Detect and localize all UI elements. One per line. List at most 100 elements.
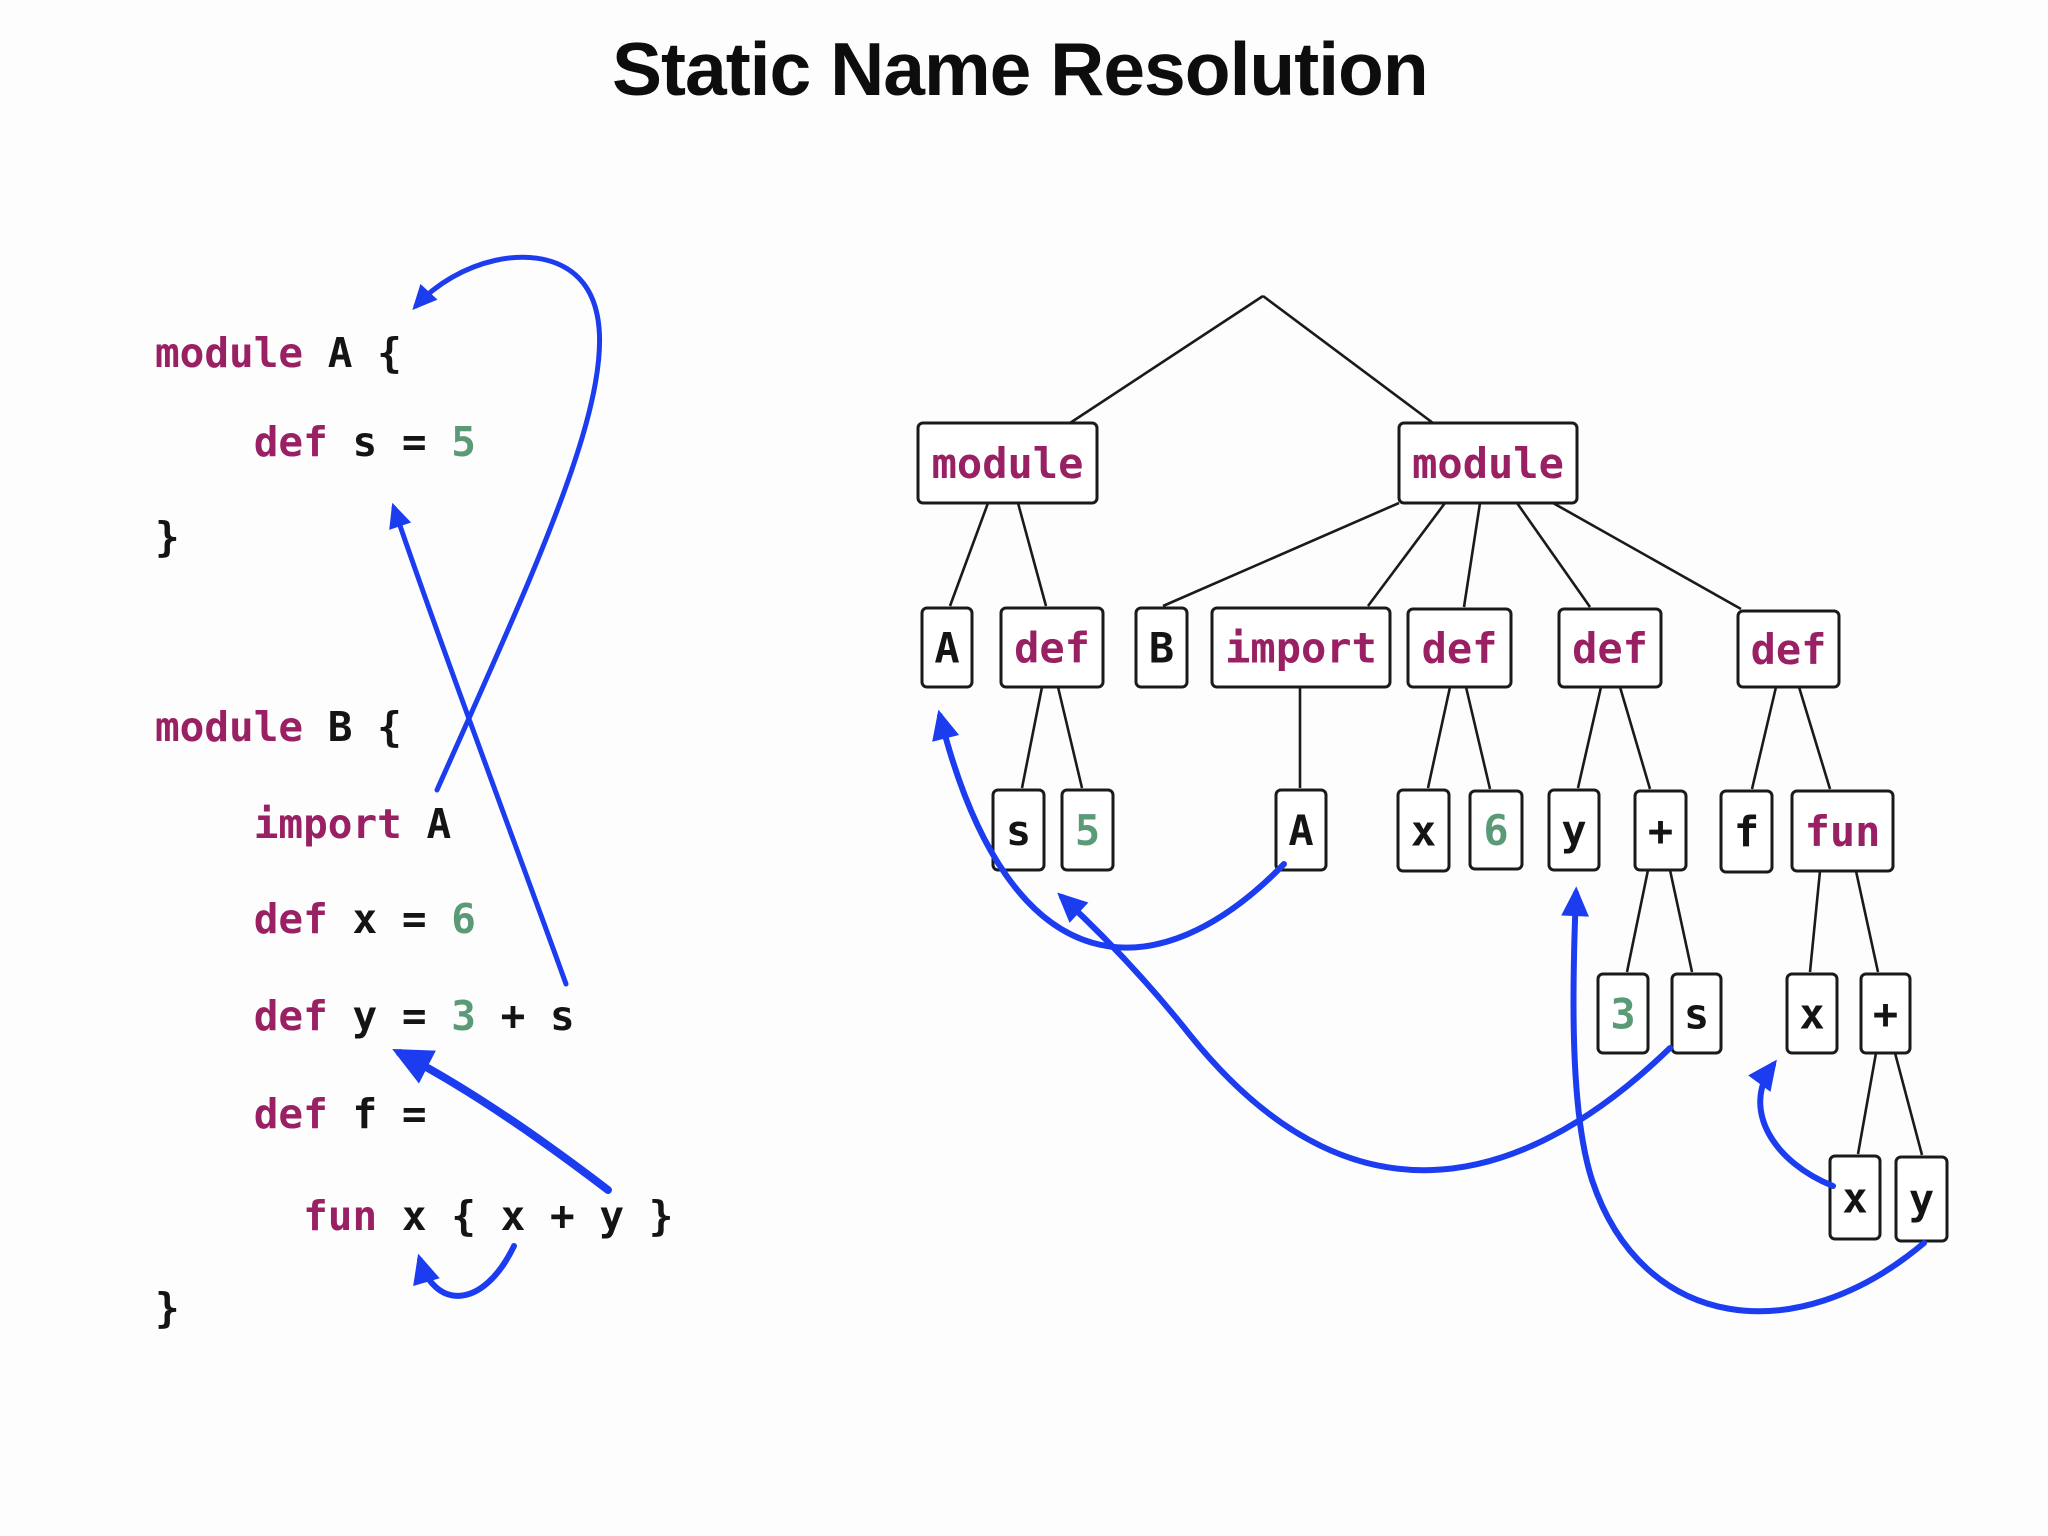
code-segment: import xyxy=(253,800,427,848)
tree-node-lit-3: 3 xyxy=(1596,972,1650,1055)
code-segment: B { xyxy=(327,703,402,751)
code-segment: f = xyxy=(352,1090,427,1138)
tree-edge xyxy=(1576,686,1603,789)
tree-edge xyxy=(1552,501,1742,611)
tree-edge xyxy=(1625,869,1650,973)
code-segment: y = xyxy=(352,992,452,1040)
tree-edge xyxy=(1854,870,1880,973)
code-segment: } xyxy=(155,1284,180,1332)
tree-node-box xyxy=(1785,972,1839,1055)
code-line-3: } xyxy=(155,512,180,562)
tree-node-lit-6: 6 xyxy=(1468,789,1524,871)
tree-node-label: 3 xyxy=(1610,990,1635,1039)
tree-node-x-def: x xyxy=(1396,788,1451,873)
tree-node-label: import xyxy=(1225,624,1377,673)
tree-node-box xyxy=(1210,606,1392,689)
tree-node-def-x: def xyxy=(1406,607,1513,689)
tree-node-label: y xyxy=(1909,1175,1934,1224)
tree-node-label: module xyxy=(1412,439,1564,488)
code-segment: x { x + y } xyxy=(401,1192,674,1240)
code-segment: + s xyxy=(475,992,575,1040)
tree-edge xyxy=(1162,501,1400,608)
tree-node-label: fun xyxy=(1805,807,1881,856)
tree-edge xyxy=(1056,686,1084,789)
resolution-arrow-code-y-use-to-y-def xyxy=(392,1048,612,1194)
resolution-arrow-tree-a-ref-to-module-a-name xyxy=(932,709,1287,951)
tree-node-def-y: def xyxy=(1557,607,1663,689)
tree-edge xyxy=(1016,502,1048,607)
tree-edge xyxy=(1464,686,1492,790)
tree-node-box xyxy=(916,421,1099,505)
resolution-arrow-code-import-to-module-a xyxy=(412,254,603,793)
code-line-7: def y = 3 + s xyxy=(155,991,575,1041)
tree-node-box xyxy=(1633,789,1688,872)
tree-node-box xyxy=(1719,789,1774,874)
resolution-arrow-tree-x-ref-to-x-param xyxy=(1748,1059,1836,1189)
tree-node-box xyxy=(1596,972,1650,1055)
tree-node-box xyxy=(1397,421,1579,505)
code-segment: } xyxy=(155,513,180,561)
tree-node-s-def: s xyxy=(991,788,1046,872)
tree-node-label: 6 xyxy=(1483,806,1508,855)
tree-node-label: + xyxy=(1873,990,1898,1039)
tree-node-fun: fun xyxy=(1790,789,1895,873)
code-segment: def xyxy=(253,1090,353,1138)
tree-node-module-b: module xyxy=(1397,421,1579,505)
tree-edge xyxy=(1750,686,1778,790)
tree-node-label: y xyxy=(1561,806,1586,855)
tree-node-box xyxy=(1274,788,1328,872)
code-segment: 5 xyxy=(451,418,476,466)
tree-node-box xyxy=(1396,788,1451,873)
tree-node-plus-y: + xyxy=(1633,789,1688,872)
tree-node-box xyxy=(1859,972,1912,1055)
code-segment: def xyxy=(253,418,353,466)
tree-edge xyxy=(948,502,990,607)
code-line-1: module A { xyxy=(155,328,402,378)
tree-edge xyxy=(1462,502,1482,608)
tree-node-label: s xyxy=(1006,806,1031,855)
tree-node-label: B xyxy=(1149,624,1174,673)
tree-node-box xyxy=(991,788,1046,872)
code-segment: x = xyxy=(352,895,452,943)
tree-node-s-ref: s xyxy=(1670,972,1723,1055)
tree-node-label: def xyxy=(1422,624,1498,673)
tree-node-label: + xyxy=(1648,807,1673,856)
page-title: Static Name Resolution xyxy=(612,27,1429,111)
tree-node-box xyxy=(1790,789,1895,873)
tree-node-box xyxy=(1406,607,1513,689)
tree-node-name-a-def: A xyxy=(920,606,974,689)
tree-node-box xyxy=(1894,1155,1949,1243)
tree-edges xyxy=(948,294,1924,1156)
code-segment: fun xyxy=(303,1192,402,1240)
code-segment: def xyxy=(253,895,353,943)
tree-node-x-ref: x xyxy=(1828,1154,1882,1241)
code-line-6: def x = 6 xyxy=(155,894,476,944)
tree-edge xyxy=(1893,1052,1924,1156)
tree-node-box xyxy=(1557,607,1663,689)
tree-node-name-b-def: B xyxy=(1134,606,1189,689)
code-segment: module xyxy=(155,329,328,377)
tree-node-label: x xyxy=(1411,807,1436,856)
tree-node-label: x xyxy=(1799,990,1824,1039)
tree-node-box xyxy=(1134,606,1189,689)
tree-node-box xyxy=(1736,609,1841,689)
tree-node-box xyxy=(1468,789,1524,871)
code-segment: s = xyxy=(352,418,452,466)
tree-node-box xyxy=(1060,788,1115,872)
tree-node-box xyxy=(1828,1154,1882,1241)
tree-node-label: s xyxy=(1684,990,1709,1039)
tree-node-y-ref: y xyxy=(1894,1155,1949,1243)
resolution-arrow-tree-s-ref-to-s-def xyxy=(1057,892,1673,1174)
tree-node-box xyxy=(1670,972,1723,1055)
tree-edge xyxy=(1808,870,1822,973)
tree-node-y-def: y xyxy=(1547,788,1601,872)
tree-edge xyxy=(1668,869,1694,973)
tree-node-label: def xyxy=(1014,624,1090,673)
resolution-arrow-tree-y-ref-to-y-def xyxy=(1561,886,1927,1315)
tree-node-label: def xyxy=(1751,625,1827,674)
source-code-listing: module A { def s = 5}module B { import A… xyxy=(0,0,780,1536)
tree-node-def-f: def xyxy=(1736,609,1841,689)
code-segment: module xyxy=(155,703,328,751)
